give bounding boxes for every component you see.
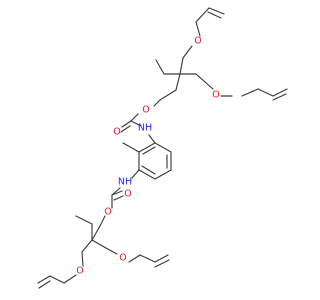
- bottom-allyl-group-left: [37, 251, 84, 289]
- nitrogen-atom-label: NH: [118, 177, 132, 188]
- upper-quaternary-carbon-bonds: [155, 57, 197, 101]
- oxygen-atom-label: O: [76, 266, 83, 277]
- chemical-structure-diagram: O O O O NH NH O O O O: [37, 7, 288, 289]
- top-allyl-group-lower: [195, 73, 288, 101]
- oxygen-atom-label: O: [142, 105, 149, 116]
- oxygen-atom-label: O: [104, 207, 111, 218]
- oxygen-atom-label: O: [212, 90, 219, 101]
- upper-carbamate-bonds: [120, 99, 161, 144]
- benzene-ring: [122, 142, 172, 180]
- bottom-allyl-group-right: [105, 247, 170, 268]
- lower-quaternary-carbon-bonds: [75, 215, 107, 253]
- lower-carbamate-bonds: [99, 187, 124, 227]
- oxygen-atom-label: O: [124, 189, 131, 200]
- oxygen-atom-label: O: [119, 253, 126, 264]
- oxygen-atom-label: O: [194, 36, 201, 47]
- nitrogen-atom-label: NH: [138, 123, 152, 134]
- top-allyl-group-upper: [182, 7, 225, 59]
- oxygen-atom-label: O: [113, 127, 120, 138]
